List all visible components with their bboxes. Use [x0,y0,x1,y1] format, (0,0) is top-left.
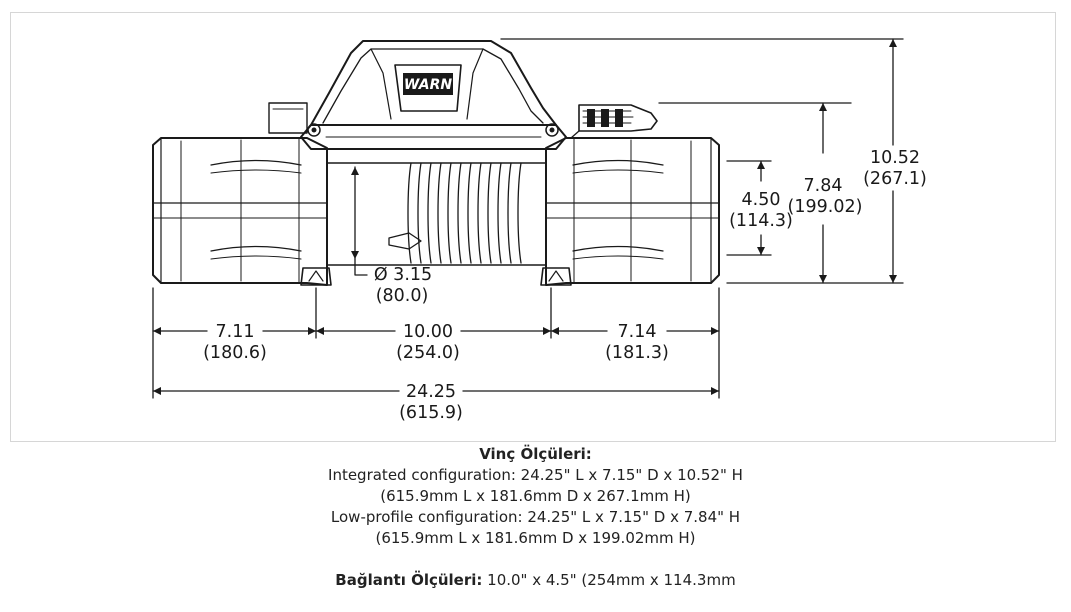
winch-dimension-figure: WARN [10,12,1056,442]
cable-drum [326,162,547,266]
dim-left-width-metric: (180.6) [203,343,267,363]
dim-right-width-metric: (181.3) [605,343,669,363]
caption-mount-value: 10.0" x 4.5" (254mm x 114.3mm [482,571,736,589]
dimension-lines [152,38,904,399]
warn-logo: WARN [404,77,453,93]
bolt-right [545,123,559,137]
caption-spacer [0,549,1071,570]
warn-logo-plate [394,64,462,112]
control-pack-housing [310,40,557,126]
winch-body: WARN [152,40,720,286]
dim-overall-height-value: 10.52 [870,148,920,168]
dim-left-width-value: 7.11 [216,322,255,342]
dim-drum-width-value: 10.00 [403,322,453,342]
dim-right-width-value: 7.14 [618,322,657,342]
caption-integrated-metric: (615.9mm L x 181.6mm D x 267.1mm H) [380,487,691,505]
drum-cable-wraps [407,162,522,264]
caption-mount-label: Bağlantı Ölçüleri: [335,571,483,589]
dim-drum-diameter-value: Ø 3.15 [374,265,432,285]
caption-mount-line: Bağlantı Ölçüleri: 10.0" x 4.5" (254mm x… [0,570,1071,591]
right-mount-foot [540,267,572,286]
dim-drum-diameter-metric: (80.0) [376,286,429,306]
dimension-labels: 7.11 (180.6) 10.00 (254.0) 7.14 (181.3) … [203,148,927,423]
caption-title: Vinç Ölçüleri: [479,445,592,463]
clutch-handle [578,104,658,132]
dim-total-length-metric: (615.9) [399,403,463,423]
dim-mount-height-metric: (114.3) [729,211,793,231]
dim-mount-height-value: 4.50 [742,190,781,210]
bolt-left [307,123,321,137]
dim-drum-width-metric: (254.0) [396,343,460,363]
caption-lowprofile-imperial: Low-profile configuration: 24.25" L x 7.… [330,508,741,526]
right-end-housing [545,137,720,286]
left-mount-foot [300,267,332,286]
caption-integrated-imperial: Integrated configuration: 24.25" L x 7.1… [328,466,743,484]
dim-lowprofile-height-value: 7.84 [804,176,843,196]
dimensions-caption: Vinç Ölçüleri: Integrated configuration:… [0,444,1071,591]
left-end-housing [152,137,328,286]
dim-overall-height-metric: (267.1) [863,169,927,189]
dim-total-length-value: 24.25 [406,382,456,402]
dim-lowprofile-height-metric: (199.02) [788,197,863,217]
winch-drawing: WARN [152,38,927,423]
caption-lowprofile-metric: (615.9mm L x 181.6mm D x 199.02mm H) [375,529,696,547]
